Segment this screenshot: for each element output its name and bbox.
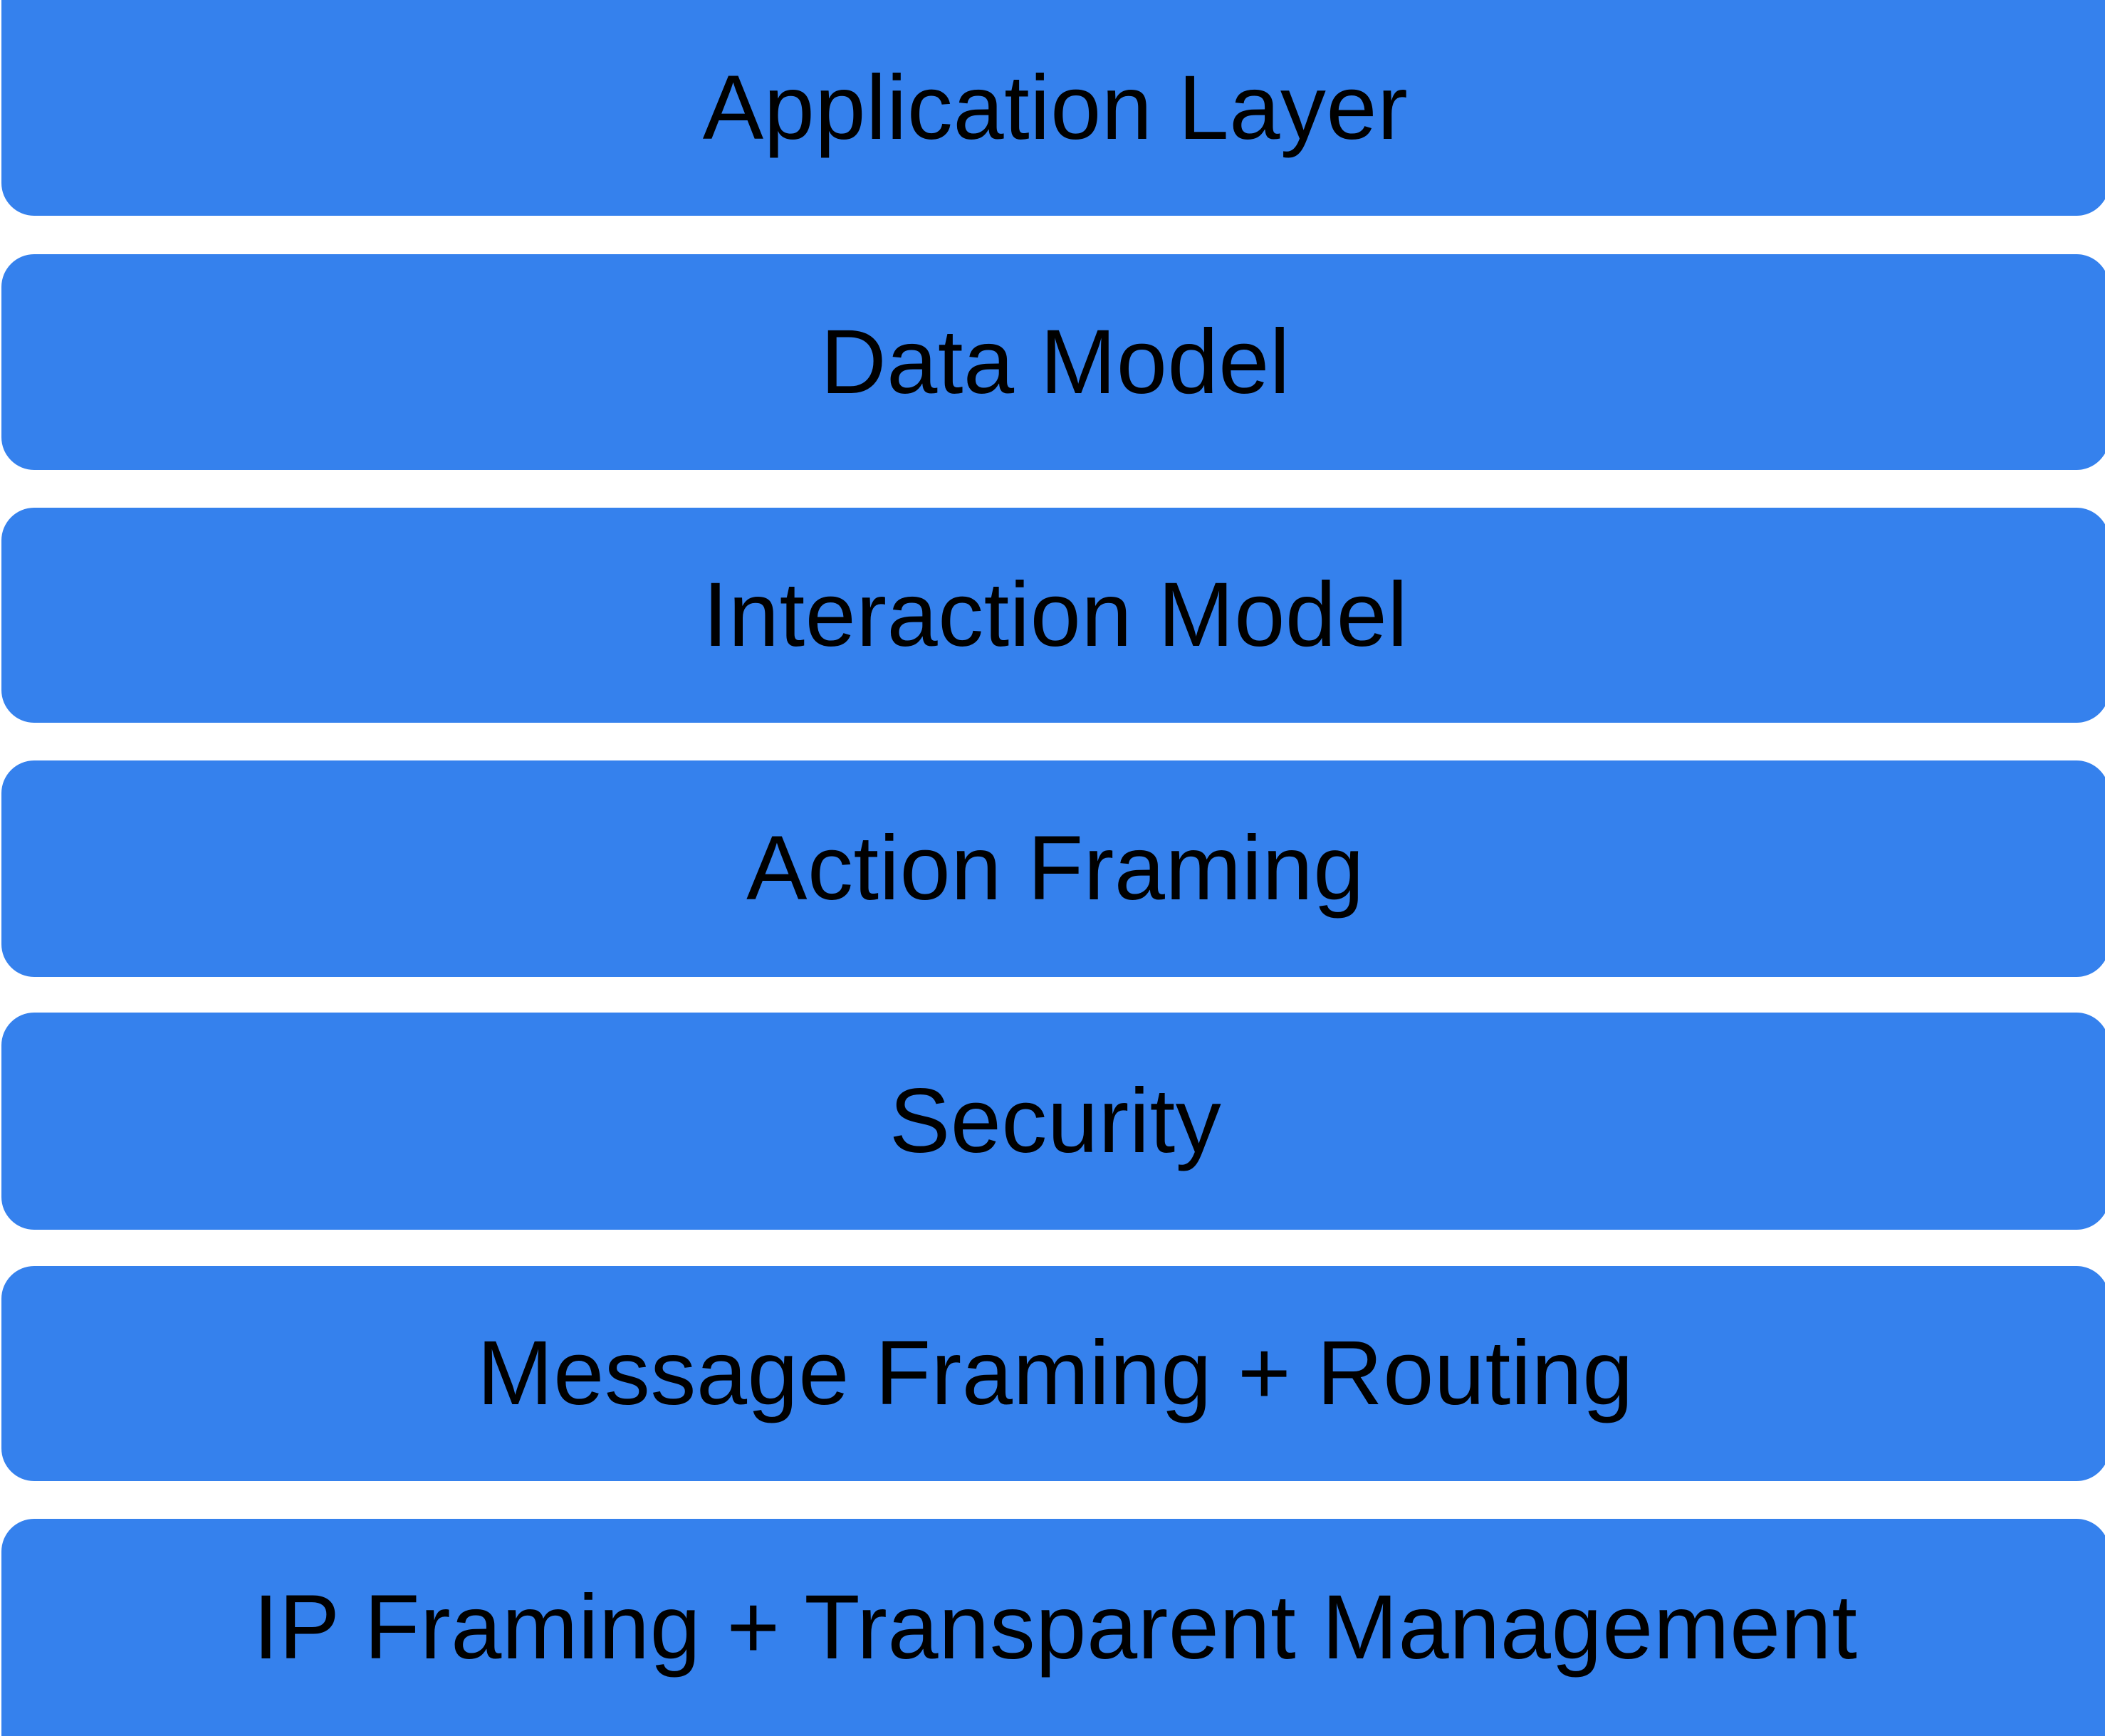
layer-box-action-framing[interactable]: Action Framing <box>1 760 2105 977</box>
layer-label-ip-framing-transparent-management: IP Framing + Transparent Management <box>253 1576 1858 1678</box>
layer-label-message-framing-routing: Message Framing + Routing <box>477 1322 1634 1424</box>
layer-label-application-layer: Application Layer <box>702 56 1409 159</box>
layer-label-interaction-model: Interaction Model <box>702 564 1409 666</box>
layer-box-data-model[interactable]: Data Model <box>1 254 2105 470</box>
layer-label-action-framing: Action Framing <box>746 817 1364 919</box>
layer-label-security: Security <box>889 1070 1222 1172</box>
layer-box-ip-framing-transparent-management[interactable]: IP Framing + Transparent Management <box>1 1519 2105 1736</box>
layer-box-security[interactable]: Security <box>1 1013 2105 1230</box>
layer-box-message-framing-routing[interactable]: Message Framing + Routing <box>1 1266 2105 1481</box>
layer-box-application-layer[interactable]: Application Layer <box>1 0 2105 216</box>
layer-box-interaction-model[interactable]: Interaction Model <box>1 508 2105 723</box>
layer-label-data-model: Data Model <box>820 310 1290 413</box>
